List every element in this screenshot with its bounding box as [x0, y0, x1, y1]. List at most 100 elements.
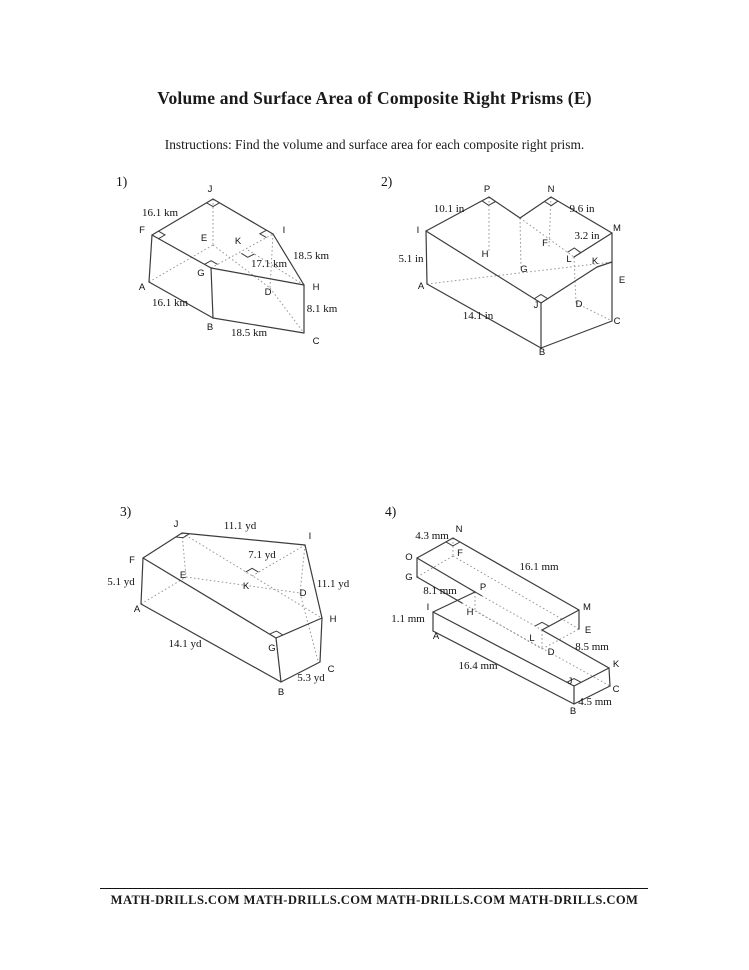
vertex-label: A [139, 282, 146, 293]
vertex-label: P [480, 582, 486, 593]
edge [142, 532, 183, 559]
edge [425, 230, 428, 285]
edge [573, 232, 613, 258]
measurement-label: 5.1 in [398, 253, 424, 265]
vertex-label: F [457, 548, 463, 559]
edge [432, 630, 575, 705]
vertex-label: F [129, 555, 135, 566]
edge [210, 267, 305, 286]
edge [275, 617, 323, 639]
measurement-label: 4.5 mm [578, 696, 612, 708]
measurement-label: 16.1 km [152, 297, 189, 309]
hidden-edge [575, 302, 613, 322]
vertex-label: C [614, 316, 621, 327]
edge [148, 281, 214, 319]
right-angle-marker [175, 533, 190, 539]
edge [148, 234, 153, 283]
vertex-label: A [433, 631, 440, 642]
edge [151, 198, 214, 236]
hidden-edge [185, 576, 301, 594]
hidden-edge [269, 287, 305, 334]
hidden-edge [541, 628, 580, 650]
edge [416, 557, 476, 593]
edge [540, 266, 598, 304]
hidden-edge [148, 244, 214, 283]
vertex-label: H [467, 607, 474, 618]
edge [181, 532, 306, 546]
hidden-edge [519, 217, 575, 258]
vertex-label: G [197, 268, 204, 279]
vertex-label: M [613, 223, 621, 234]
measurement-label: 10.1 in [434, 203, 465, 215]
vertex-label: N [456, 524, 463, 535]
vertex-label: K [243, 581, 250, 592]
edge [540, 320, 613, 349]
problem-number: 1) [116, 174, 127, 189]
vertex-label: B [539, 347, 545, 358]
vertex-label: C [328, 664, 335, 675]
vertex-label: F [139, 225, 145, 236]
edge [210, 267, 214, 319]
right-angle-marker [544, 200, 559, 207]
right-angle-marker [534, 621, 550, 627]
vertex-label: I [283, 225, 286, 236]
measurement-label: 16.4 mm [458, 660, 498, 672]
edge [140, 603, 282, 683]
measurement-label: 4.3 mm [415, 530, 449, 542]
measurement-label: 8.1 mm [423, 585, 457, 597]
vertex-label: J [534, 300, 539, 311]
vertex-label: K [613, 659, 620, 670]
vertex-label: P [484, 184, 490, 195]
vertex-label: A [418, 281, 425, 292]
vertex-label: N [548, 184, 555, 195]
hidden-edge [461, 602, 543, 650]
vertex-label: I [427, 602, 430, 613]
vertex-label: K [235, 236, 242, 247]
edge [541, 629, 610, 669]
vertex-label: D [548, 647, 555, 658]
edge [272, 233, 305, 286]
vertex-label: H [330, 614, 337, 625]
vertex-label: B [278, 687, 284, 698]
vertex-label: G [268, 643, 275, 654]
measurement-label: 16.1 mm [519, 561, 559, 573]
edge [275, 637, 282, 683]
footer-rule [100, 888, 648, 889]
vertex-label: B [570, 706, 576, 717]
right-angle-marker [158, 230, 167, 240]
edge [212, 317, 305, 334]
edge [432, 591, 476, 613]
vertex-label: I [417, 225, 420, 236]
vertex-label: K [592, 256, 599, 267]
edge [452, 537, 580, 611]
edge [573, 667, 610, 687]
measurement-label: 17.1 km [251, 258, 288, 270]
measurement-label: 11.1 yd [224, 520, 257, 532]
vertex-label: C [613, 684, 620, 695]
vertex-label: I [309, 531, 312, 542]
vertex-label: J [174, 519, 179, 530]
vertex-label: L [566, 254, 571, 265]
measurement-label: 18.5 km [293, 250, 330, 262]
hidden-edge [181, 532, 321, 618]
edge [425, 230, 542, 304]
edge [280, 661, 321, 683]
vertex-label: E [619, 275, 625, 286]
edge [541, 609, 580, 631]
vertex-label: E [585, 625, 591, 636]
vertex-label: D [576, 299, 583, 310]
vertex-label: D [300, 588, 307, 599]
edge [416, 537, 454, 559]
measurement-label: 16.1 km [142, 207, 179, 219]
vertex-label: J [208, 184, 213, 195]
edge [432, 611, 575, 687]
edge [573, 685, 611, 705]
edge [151, 234, 212, 269]
right-angle-marker [566, 678, 582, 683]
measurement-label: 8.1 km [307, 303, 338, 315]
right-angle-marker [467, 587, 483, 597]
hidden-edge [452, 555, 580, 630]
edge [416, 576, 463, 604]
